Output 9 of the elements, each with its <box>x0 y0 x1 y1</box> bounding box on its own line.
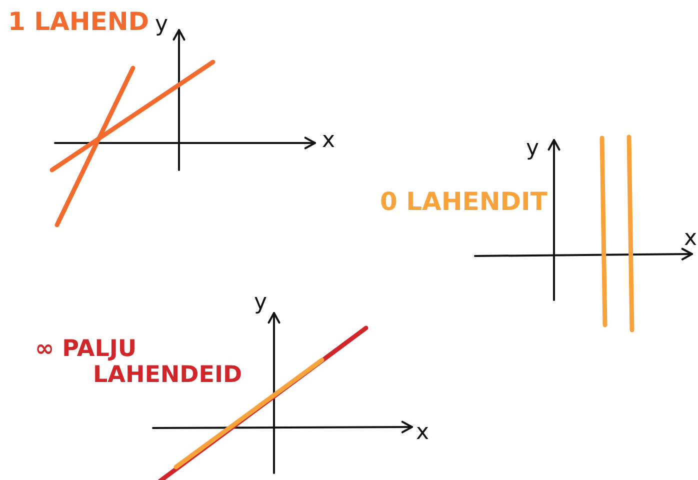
solution-count-label: 0 LAHENDIT <box>380 188 548 217</box>
axis-label: y <box>526 136 540 162</box>
solution-count-label: ∞ PALJU LAHENDEID <box>35 336 244 389</box>
axis-label: x <box>416 420 430 446</box>
axis-label: y <box>254 290 268 316</box>
axis-label: x <box>322 128 336 154</box>
solution-count-label: 1 LAHEND <box>8 8 150 37</box>
axis-label: y <box>155 12 168 38</box>
axis-label: x <box>684 226 698 252</box>
